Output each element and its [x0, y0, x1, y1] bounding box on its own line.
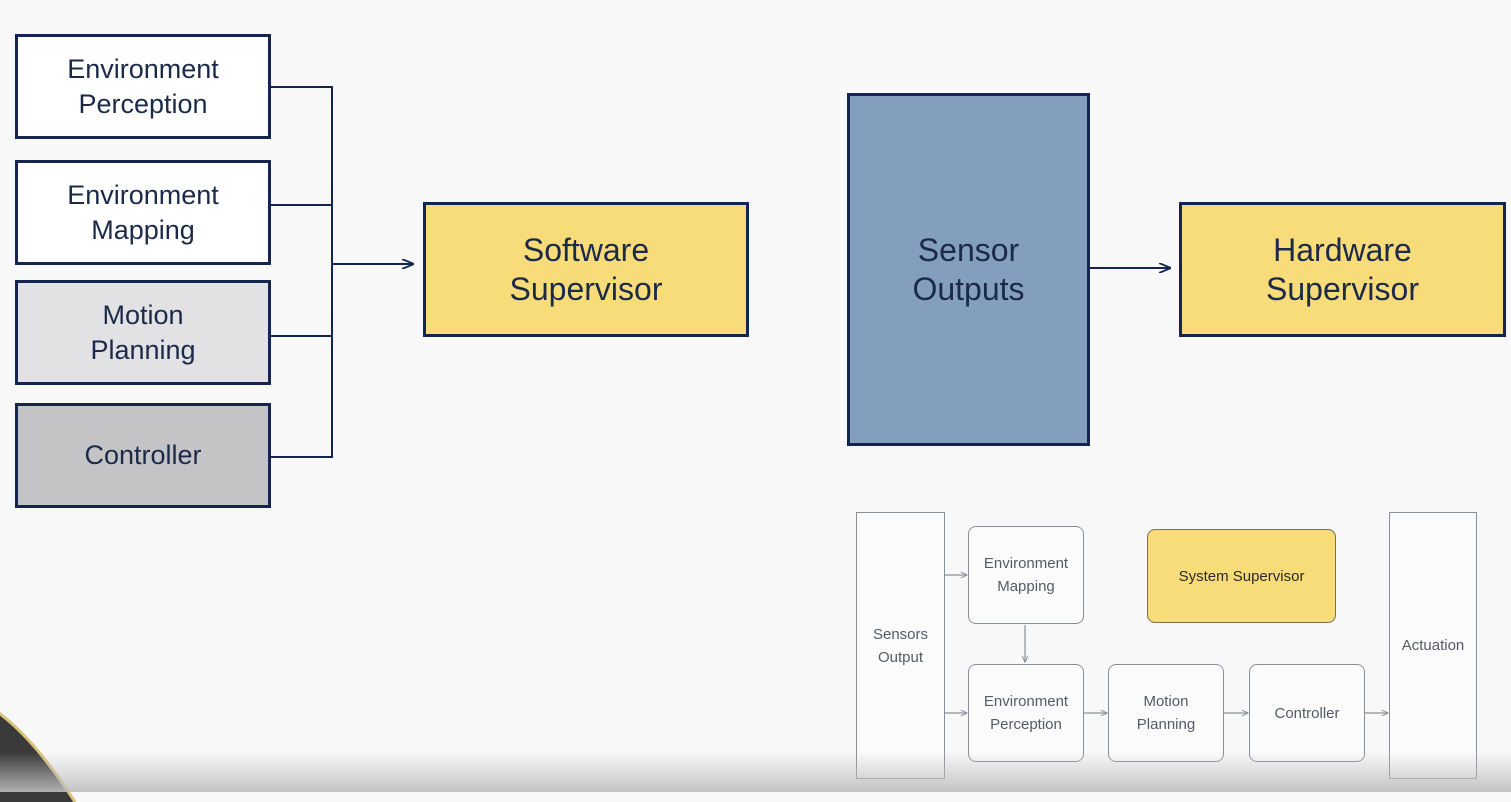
- overview-arrows: [944, 575, 1388, 713]
- overview-controller-box: Controller: [1249, 664, 1365, 762]
- overview-motion-planning-box: Motion Planning: [1108, 664, 1224, 762]
- overview-actuation-box: Actuation: [1389, 512, 1477, 779]
- overview-environment-mapping-box: Environment Mapping: [968, 526, 1084, 624]
- environment-perception-label: Environment Perception: [67, 53, 219, 119]
- environment-perception-box: Environment Perception: [15, 34, 271, 139]
- controller-box: Controller: [15, 403, 271, 508]
- sensor-outputs-box: Sensor Outputs: [847, 93, 1090, 446]
- environment-mapping-label: Environment Mapping: [67, 179, 219, 245]
- overview-sensors-output-box: Sensors Output: [856, 512, 945, 779]
- controller-label: Controller: [84, 440, 202, 470]
- hardware-supervisor-box: Hardware Supervisor: [1179, 202, 1506, 337]
- software-supervisor-box: Software Supervisor: [423, 202, 749, 337]
- sensor-outputs-label: Sensor Outputs: [912, 231, 1025, 307]
- motion-planning-label: Motion Planning: [90, 299, 196, 365]
- software-supervisor-label: Software Supervisor: [509, 231, 663, 307]
- overview-environment-perception-label: Environment Perception: [983, 693, 1069, 733]
- software-bus: [270, 86, 333, 458]
- overview-environment-perception-box: Environment Perception: [968, 664, 1084, 762]
- bottom-fade-decoration: [0, 752, 1511, 792]
- overview-actuation-label: Actuation: [1401, 637, 1465, 654]
- overview-controller-label: Controller: [1274, 704, 1340, 722]
- hardware-supervisor-label: Hardware Supervisor: [1266, 231, 1419, 307]
- overview-system-supervisor-label: System Supervisor: [1178, 567, 1305, 585]
- overview-motion-planning-label: Motion Planning: [1136, 693, 1196, 733]
- overview-sensors-output-label: Sensors Output: [872, 625, 929, 666]
- overview-system-supervisor-box: System Supervisor: [1147, 529, 1336, 623]
- environment-mapping-box: Environment Mapping: [15, 160, 271, 265]
- overview-environment-mapping-label: Environment Mapping: [983, 555, 1069, 595]
- motion-planning-box: Motion Planning: [15, 280, 271, 385]
